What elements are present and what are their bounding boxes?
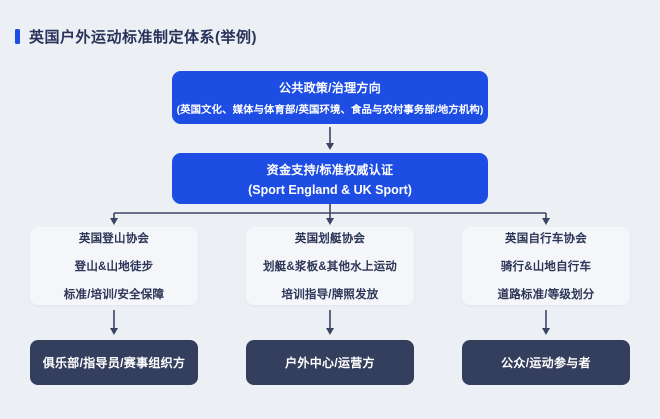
column-mountaineering: 英国登山协会 登山&山地徒步 标准/培训/安全保障 俱乐部/指导员/赛事组织方	[30, 227, 198, 385]
associations-row: 英国登山协会 登山&山地徒步 标准/培训/安全保障 俱乐部/指导员/赛事组织方 …	[30, 227, 630, 385]
page-header: 英国户外运动标准制定体系(举例)	[0, 0, 660, 47]
association-scope: 登山&山地徒步	[74, 261, 154, 273]
association-scope: 骑行&山地自行车	[500, 261, 592, 273]
funding-box-subtitle: (Sport England & UK Sport)	[248, 182, 412, 197]
public-audience-box: 公众/运动参与者	[462, 340, 630, 385]
audience-label: 俱乐部/指导员/赛事组织方	[42, 356, 186, 370]
association-role: 标准/培训/安全保障	[63, 289, 165, 301]
policy-governance-box: 公共政策/治理方向 (英国文化、媒体与体育部/英国环境、食品与农村事务部/地方机…	[172, 71, 488, 124]
association-name: 英国自行车协会	[505, 233, 587, 245]
association-role: 道路标准/等级划分	[497, 289, 595, 301]
arrow-down-icon	[326, 127, 334, 150]
arrow-down-icon	[326, 310, 334, 335]
association-scope: 划艇&浆板&其他水上运动	[262, 261, 397, 273]
funding-certification-box: 资金支持/标准权威认证 (Sport England & UK Sport)	[172, 153, 488, 204]
outdoor-centers-audience-box: 户外中心/运营方	[246, 340, 414, 385]
audience-label: 户外中心/运营方	[285, 356, 375, 370]
arrow-down-icon	[110, 310, 118, 335]
association-name: 英国登山协会	[78, 233, 150, 245]
flow-diagram: 公共政策/治理方向 (英国文化、媒体与体育部/英国环境、食品与农村事务部/地方机…	[0, 71, 660, 385]
clubs-audience-box: 俱乐部/指导员/赛事组织方	[30, 340, 198, 385]
policy-box-subtitle: (英国文化、媒体与体育部/英国环境、食品与农村事务部/地方机构)	[176, 105, 484, 116]
audience-label: 公众/运动参与者	[501, 356, 591, 370]
association-name: 英国划艇协会	[294, 233, 366, 245]
mountaineering-association-box: 英国登山协会 登山&山地徒步 标准/培训/安全保障	[30, 227, 198, 305]
branch-connector-icon	[110, 204, 550, 225]
cycling-association-box: 英国自行车协会 骑行&山地自行车 道路标准/等级划分	[462, 227, 630, 305]
association-role: 培训指导/牌照发放	[281, 289, 379, 301]
funding-box-title: 资金支持/标准权威认证	[266, 162, 394, 177]
page-title: 英国户外运动标准制定体系(举例)	[29, 29, 257, 46]
arrow-down-icon	[542, 310, 550, 335]
policy-box-title: 公共政策/治理方向	[278, 81, 382, 95]
column-paddling: 英国划艇协会 划艇&浆板&其他水上运动 培训指导/牌照发放 户外中心/运营方	[246, 227, 414, 385]
paddling-association-box: 英国划艇协会 划艇&浆板&其他水上运动 培训指导/牌照发放	[246, 227, 414, 305]
title-accent-bar-icon	[15, 29, 20, 44]
column-cycling: 英国自行车协会 骑行&山地自行车 道路标准/等级划分 公众/运动参与者	[462, 227, 630, 385]
